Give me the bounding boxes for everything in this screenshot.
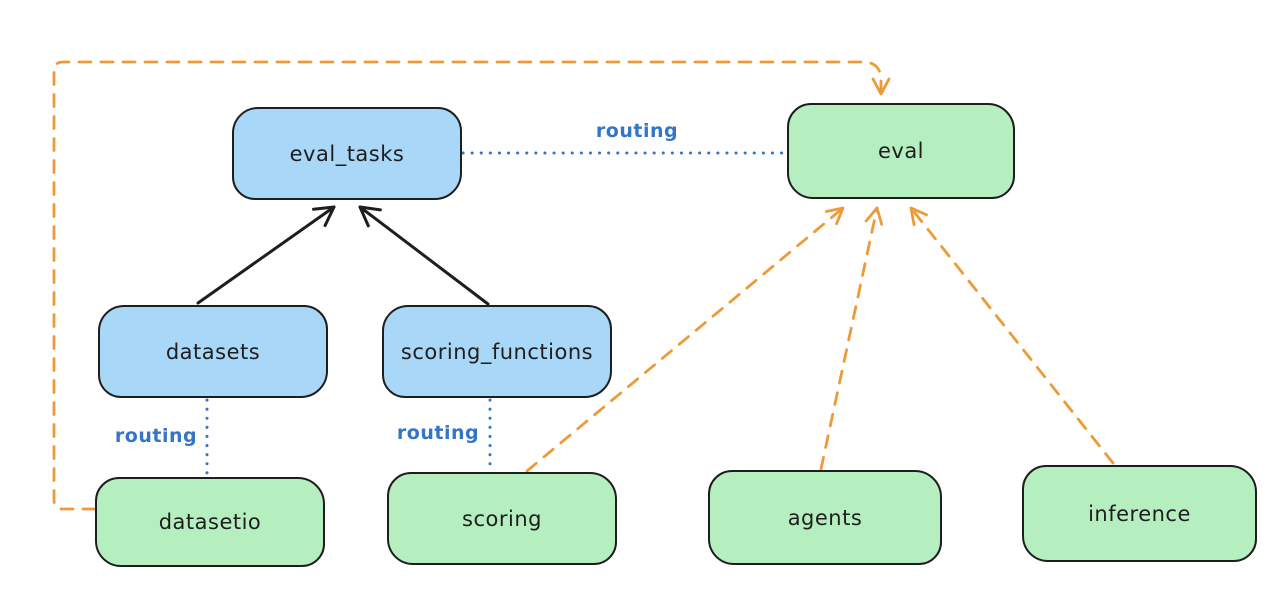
node-eval-tasks: eval_tasks [232,107,462,200]
edge-label-routing-scoring-functions-scoring: routing [396,422,480,444]
node-scoring-functions-label: scoring_functions [400,339,594,364]
node-inference-label: inference [1088,501,1191,526]
node-scoring: scoring [387,472,617,565]
node-scoring-label: scoring [462,506,542,531]
node-eval-tasks-label: eval_tasks [289,141,405,166]
node-scoring-functions: scoring_functions [382,305,612,398]
edge-scoring-to-eval [525,206,845,473]
node-datasetio: datasetio [95,477,325,567]
edge-label-routing-eval-tasks-eval: routing [595,120,679,142]
edge-agents-to-eval [819,206,884,471]
node-agents-label: agents [787,505,863,530]
node-agents: agents [708,470,942,565]
node-inference: inference [1022,465,1257,562]
edge-datasetio-to-eval [52,60,891,511]
node-eval: eval [787,103,1015,199]
node-datasets-label: datasets [165,339,261,364]
node-eval-label: eval [877,139,925,163]
node-datasetio-label: datasetio [158,510,262,534]
edge-datasets-to-eval-tasks [196,205,336,305]
edge-scoring-functions-to-eval-tasks [358,205,490,306]
edge-label-routing-datasets-datasetio: routing [114,425,198,447]
edge-inference-to-eval [909,206,1115,465]
node-datasets: datasets [98,305,328,398]
